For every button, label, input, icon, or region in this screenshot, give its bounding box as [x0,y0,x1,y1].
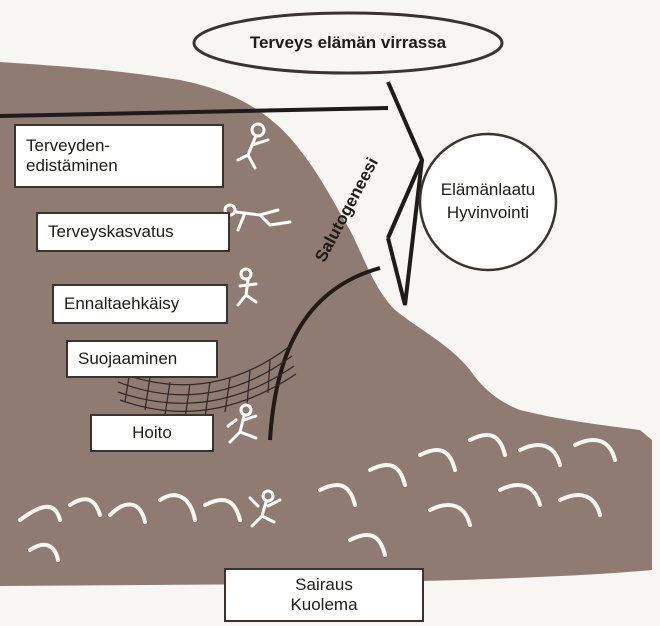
level-health-education: Terveyskasvatus [36,212,230,252]
page-title: Terveys elämän virrassa [196,14,500,72]
goal-text: Elämänlaatu Hyvinvointi [418,132,558,272]
goal-line-1: Elämänlaatu [441,179,536,202]
bottom-line-2: Kuolema [290,595,357,615]
level-health-promotion: Terveyden- edistäminen [14,124,224,188]
level-treatment: Hoito [90,414,214,452]
bottom-box: Sairaus Kuolema [224,568,424,622]
level-treatment-label: Hoito [132,423,172,443]
level-health-promotion-line-1: Terveyden- [26,136,110,156]
level-prevention-label: Ennaltaehkäisy [64,294,179,314]
goal-line-2: Hyvinvointi [447,202,529,225]
level-health-promotion-line-2: edistäminen [26,156,118,176]
level-protection: Suojaaminen [66,340,218,378]
level-protection-label: Suojaaminen [78,349,177,369]
bottom-line-1: Sairaus [295,575,353,595]
level-health-education-label: Terveyskasvatus [48,222,174,242]
level-prevention: Ennaltaehkäisy [52,284,228,324]
